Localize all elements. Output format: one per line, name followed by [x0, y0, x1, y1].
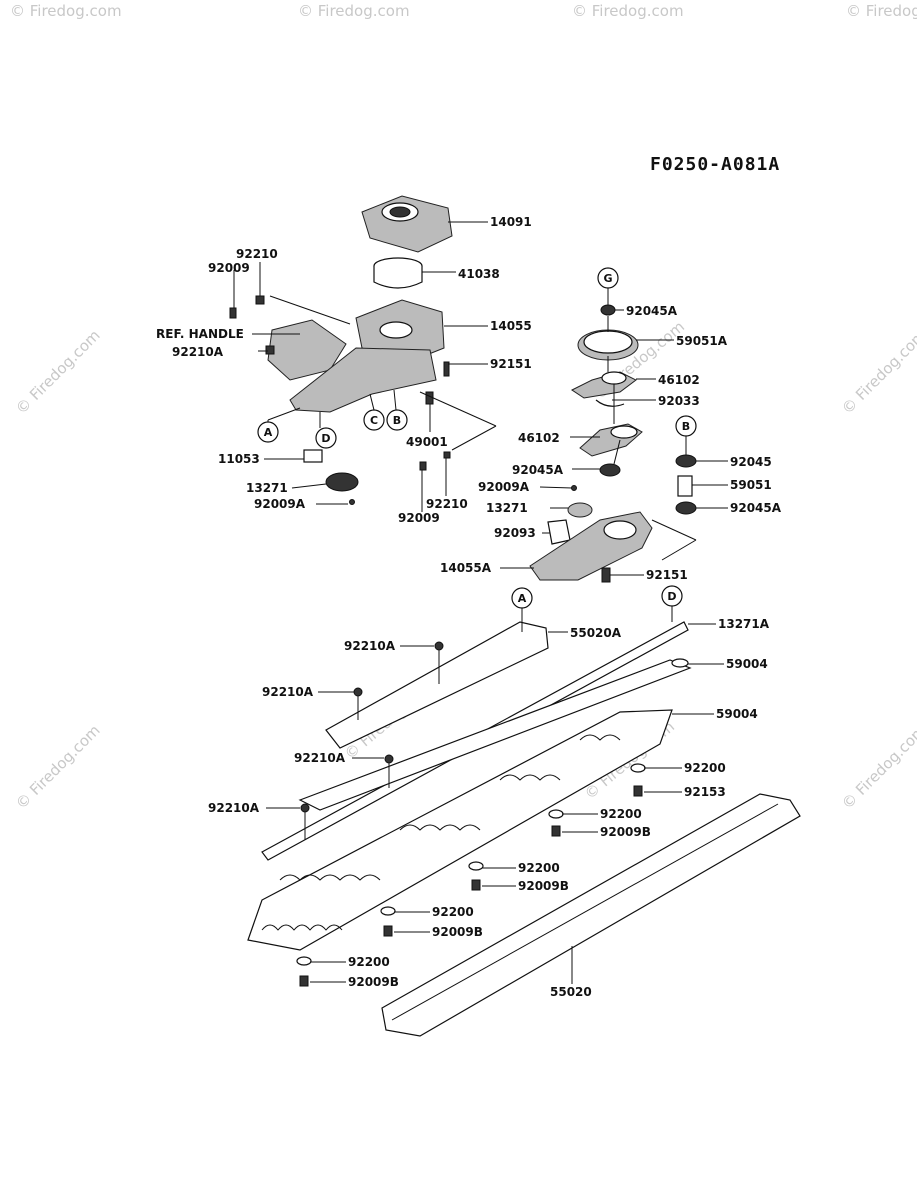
watermark: © Firedog.com: [572, 2, 684, 20]
leader-lines-blade: [266, 606, 724, 984]
part-label: 92200: [432, 905, 474, 919]
callout-a: A: [511, 587, 533, 609]
part-label: 92009B: [348, 975, 399, 989]
part-label: 92210A: [172, 345, 224, 359]
part-label: 49001: [406, 435, 448, 449]
part-label: 59051A: [676, 334, 728, 348]
part-label: 13271: [486, 501, 528, 515]
part-label: 92045A: [626, 304, 678, 318]
part-label: 92210: [426, 497, 468, 511]
watermark: © Firedog.com: [846, 2, 917, 20]
part-label: 92045A: [512, 463, 564, 477]
watermarks: © Firedog.com © Firedog.com © Firedog.co…: [10, 2, 917, 813]
callout-a-label: A: [264, 426, 273, 439]
callout-b: B: [386, 409, 408, 431]
part-label: 41038: [458, 267, 500, 281]
part-label: 13271: [246, 481, 288, 495]
callout-d-label: D: [321, 432, 330, 445]
part-label: 59004: [726, 657, 768, 671]
part-label: 11053: [218, 452, 260, 466]
callout-b: B: [675, 415, 697, 437]
part-label: 92200: [518, 861, 560, 875]
part-label: 92200: [600, 807, 642, 821]
part-label: 92009A: [478, 480, 530, 494]
part-label: 14055A: [440, 561, 492, 575]
part-label: 92151: [646, 568, 688, 582]
callout-d: D: [661, 585, 683, 607]
part-label: 92009: [208, 261, 250, 275]
part-label: 92009B: [432, 925, 483, 939]
part-label: 92093: [494, 526, 536, 540]
part-label: 92153: [684, 785, 726, 799]
gear-case-assembly: [229, 195, 453, 505]
part-number-labels: 14091 92210 92009 41038 REF. HANDLE 1405…: [156, 215, 782, 999]
part-label: 92009B: [518, 879, 569, 893]
part-label: 92210A: [294, 751, 346, 765]
part-label: 46102: [518, 431, 560, 445]
watermark: © Firedog.com: [298, 2, 410, 20]
callout-b-label: B: [393, 414, 401, 427]
callout-a-label: A: [518, 592, 527, 605]
callout-g: G: [597, 267, 619, 289]
part-label: 55020: [550, 985, 592, 999]
part-label: 92210A: [208, 801, 260, 815]
part-label: 92210A: [344, 639, 396, 653]
part-label: 13271A: [718, 617, 770, 631]
callout-d-label: D: [667, 590, 676, 603]
leader-lines-upper-left: [233, 221, 497, 512]
part-label: 59004: [716, 707, 758, 721]
part-label: 92200: [348, 955, 390, 969]
part-label: 92200: [684, 761, 726, 775]
gear-assembly: [529, 304, 697, 583]
part-label: REF. HANDLE: [156, 327, 244, 341]
watermark: © Firedog.com: [838, 721, 917, 813]
callout-markers: A D C B G B A D: [257, 267, 697, 609]
part-label: 92045A: [730, 501, 782, 515]
blade-assembly: [247, 621, 801, 1037]
watermark: © Firedog.com: [10, 2, 122, 20]
part-label: 46102: [658, 373, 700, 387]
callout-b-label: B: [682, 420, 690, 433]
part-label: 92009A: [254, 497, 306, 511]
part-label: 92210A: [262, 685, 314, 699]
diagram-code: F0250-A081A: [650, 154, 780, 175]
part-label: 14091: [490, 215, 532, 229]
callout-c: C: [363, 409, 385, 431]
part-label: 92151: [490, 357, 532, 371]
part-label: 14055: [490, 319, 532, 333]
callout-a: A: [257, 421, 279, 443]
callout-d: D: [315, 427, 337, 449]
part-label: 92210: [236, 247, 278, 261]
part-label: 92045: [730, 455, 772, 469]
watermark: © Firedog.com: [838, 326, 917, 418]
watermark: © Firedog.com: [12, 721, 104, 813]
watermark: © Firedog.com: [12, 326, 104, 418]
callout-c-label: C: [370, 414, 378, 427]
part-label: 59051: [730, 478, 772, 492]
callout-g-label: G: [603, 272, 612, 285]
part-label: 92009: [398, 511, 440, 525]
part-label: 92009B: [600, 825, 651, 839]
part-label: 92033: [658, 394, 700, 408]
leader-lines-right-assembly: [500, 288, 728, 576]
part-label: 55020A: [570, 626, 622, 640]
